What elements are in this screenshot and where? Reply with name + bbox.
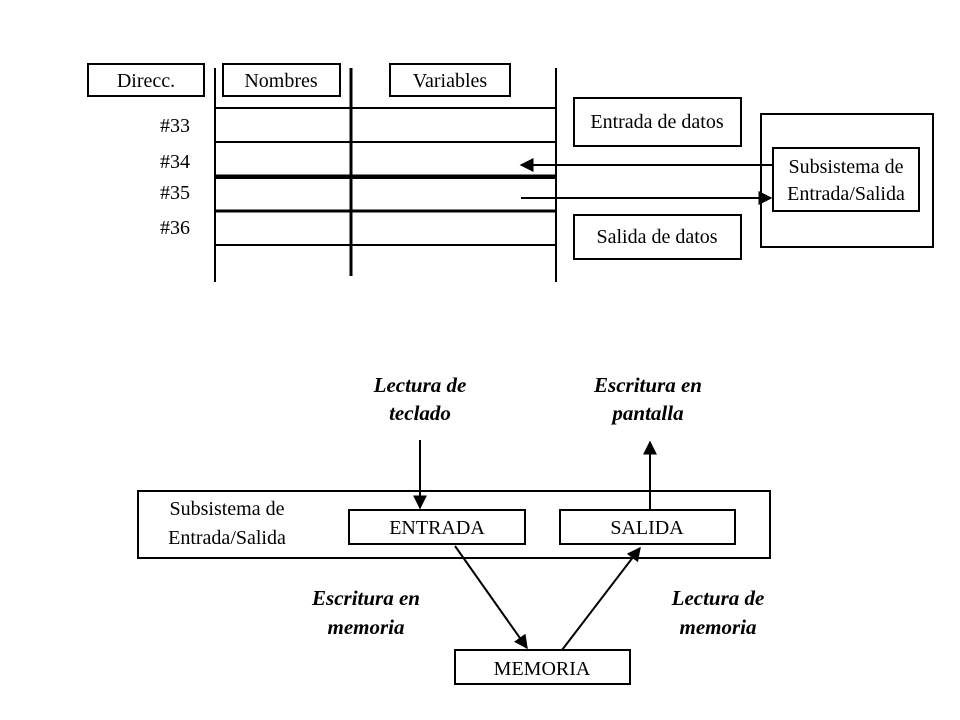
address-header-box [87, 63, 205, 97]
salida-box [559, 509, 736, 545]
memory-read-label-line1: Lectura de [671, 586, 765, 610]
data-input-box [573, 97, 742, 147]
memoria-label: MEMORIA [494, 658, 591, 680]
names-header: Nombres [244, 70, 318, 92]
io-subsystem-label-line2: Entrada/Salida [787, 183, 905, 205]
memory-write-label-line1: Escritura en [311, 586, 420, 610]
arrow-entrada-to-memoria [454, 545, 528, 650]
data-output-label: Salida de datos [596, 226, 717, 248]
entrada-label: ENTRADA [389, 517, 485, 539]
variables-header-box [389, 63, 511, 97]
data-output-box [573, 214, 742, 260]
address-label: #35 [160, 182, 190, 204]
io-subsystem-box [772, 147, 920, 212]
address-header: Direcc. [117, 70, 175, 92]
address-label: #34 [160, 151, 190, 173]
address-label: #36 [160, 217, 190, 239]
memory-table: Direcc. Nombres Variables #33 #34 #35 #3… [87, 63, 557, 282]
data-input-label: Entrada de datos [590, 111, 723, 133]
keyboard-read-label-line1: Lectura de [373, 373, 467, 397]
screen-write-label-line2: pantalla [610, 401, 683, 425]
screen-write-label-line1: Escritura en [593, 373, 702, 397]
memoria-box [454, 649, 631, 685]
variables-header: Variables [413, 70, 488, 92]
memory-read-label-line2: memoria [680, 615, 757, 639]
io-subsystem-outer-box [760, 113, 934, 248]
io-subsystem-panel-label-line2: Entrada/Salida [168, 527, 286, 549]
names-header-box [222, 63, 341, 97]
io-subsystem-panel-label-line1: Subsistema de [170, 498, 285, 520]
keyboard-read-label-line2: teclado [389, 401, 451, 425]
entrada-box [348, 509, 526, 545]
address-label: #33 [160, 115, 190, 137]
io-subsystem-panel [137, 490, 771, 559]
salida-label: SALIDA [610, 517, 684, 539]
arrow-memoria-to-salida [561, 546, 641, 651]
memory-write-label-line2: memoria [328, 615, 405, 639]
io-subsystem-label-line1: Subsistema de [789, 156, 904, 178]
